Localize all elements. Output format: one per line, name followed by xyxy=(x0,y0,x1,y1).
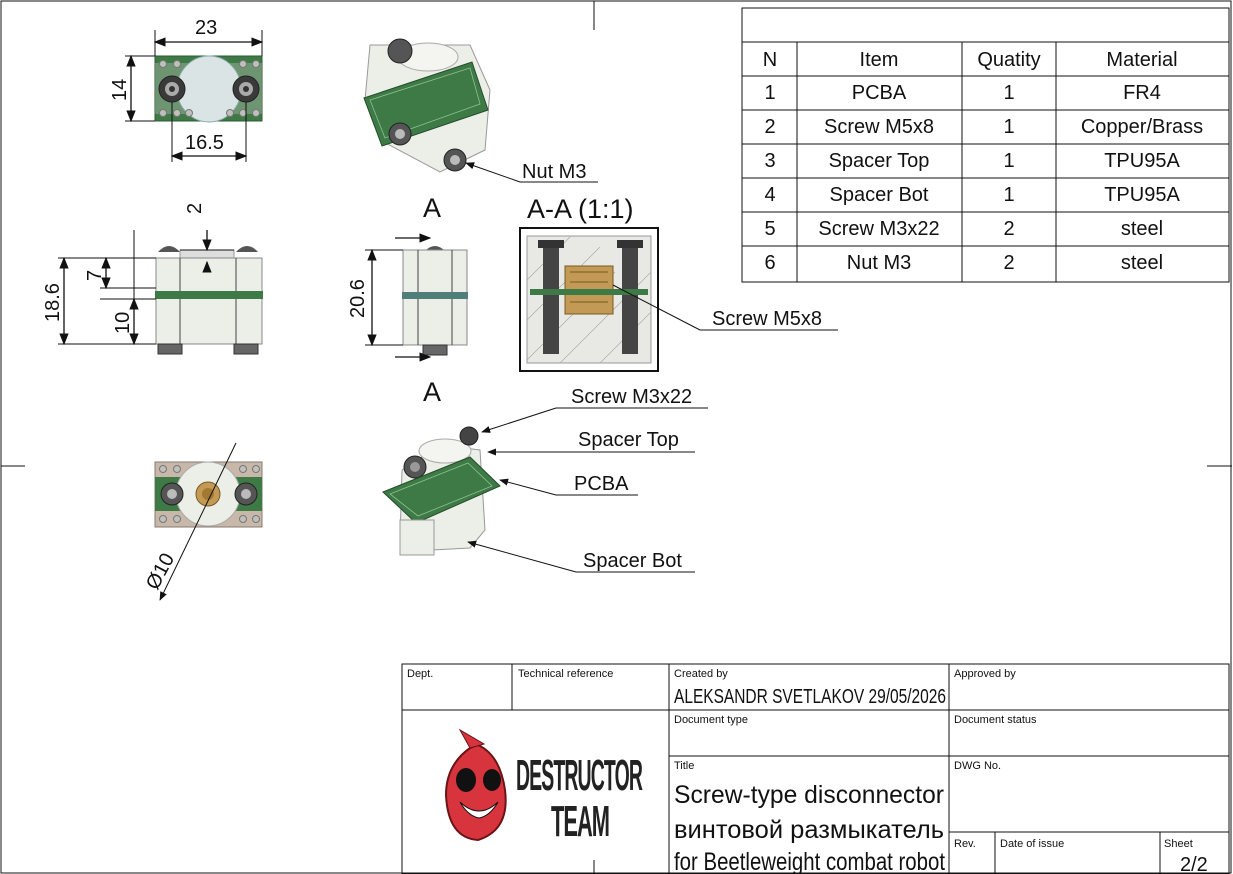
callout-spacer-top: Spacer Top xyxy=(578,429,679,451)
label-sheet: Sheet xyxy=(1164,838,1193,850)
bom-cell: Copper/Brass xyxy=(1081,116,1203,138)
bom-cell: 1 xyxy=(764,82,775,104)
bom-header-cell: Quatity xyxy=(977,49,1040,71)
callout-screw-m3: Screw M3x22 xyxy=(571,386,692,408)
dim-gap-top: 2 xyxy=(184,203,206,214)
bom-cell: 1 xyxy=(1003,116,1014,138)
sheet-value: 2/2 xyxy=(1180,854,1208,874)
callout-screw-m5: Screw M5x8 xyxy=(712,308,822,330)
label-approved-by: Approved by xyxy=(954,668,1016,680)
bom-header-cell: Material xyxy=(1106,49,1177,71)
label-dept: Dept. xyxy=(407,668,433,680)
bom-cell: 2 xyxy=(1003,252,1014,274)
dim-spacer-top: 7 xyxy=(84,270,106,281)
title-line-3: for Beetleweight combat robot xyxy=(674,848,945,874)
label-doc-type: Document type xyxy=(674,714,748,726)
dim-height-top: 14 xyxy=(109,79,131,101)
side-view xyxy=(365,233,468,362)
destructor-team-logo xyxy=(444,728,507,842)
bom-cell: 5 xyxy=(764,218,775,240)
bom-cell: Spacer Bot xyxy=(830,184,929,206)
top-view xyxy=(125,30,264,162)
section-marker-bottom: A xyxy=(423,377,441,407)
bom-cell: 6 xyxy=(764,252,775,274)
bom-cell: 2 xyxy=(764,116,775,138)
logo-text-destructor: DESTRUCTOR xyxy=(516,751,643,800)
bottom-view xyxy=(154,442,263,601)
bom-cell: 1 xyxy=(1003,150,1014,172)
bom-cell: 2 xyxy=(1003,218,1014,240)
bom-cell: steel xyxy=(1121,218,1163,240)
dim-width-top: 23 xyxy=(195,17,217,39)
bom-cell: TPU95A xyxy=(1104,150,1180,172)
bom-cell: Spacer Top xyxy=(829,150,930,172)
section-marker-top: A xyxy=(423,193,441,223)
iso-view-bottom xyxy=(382,407,708,573)
bom-cell: 1 xyxy=(1003,82,1014,104)
bom-cell: 3 xyxy=(764,150,775,172)
title-line-1: Screw-type disconnector xyxy=(674,781,944,809)
label-tech-ref: Technical reference xyxy=(518,668,613,680)
bom-header-cell: N xyxy=(763,49,777,71)
bom-cell: 1 xyxy=(1003,184,1014,206)
label-doc-status: Document status xyxy=(954,714,1037,726)
bom-header-cell: Item xyxy=(860,49,899,71)
label-rev: Rev. xyxy=(954,838,976,850)
dim-side-height: 20.6 xyxy=(347,279,369,318)
bom-cell: Screw M3x22 xyxy=(818,218,939,240)
dim-hole-spacing: 16.5 xyxy=(185,132,224,154)
label-title: Title xyxy=(674,760,694,772)
bom-cell: TPU95A xyxy=(1104,184,1180,206)
callout-pcba: PCBA xyxy=(574,473,629,495)
label-date-of-issue: Date of issue xyxy=(1000,838,1064,850)
front-view xyxy=(58,230,263,355)
bom-cell: steel xyxy=(1121,252,1163,274)
logo-text-team: TEAM xyxy=(551,797,609,846)
callout-nut: Nut M3 xyxy=(522,161,586,183)
bom-cell: 4 xyxy=(764,184,775,206)
title-line-2: винтовой размыкатель xyxy=(674,816,944,844)
bom-cell: Screw M5x8 xyxy=(824,116,934,138)
bom-cell: PCBA xyxy=(852,82,907,104)
section-title: A-A (1:1) xyxy=(527,194,634,224)
bom-cell: Nut M3 xyxy=(847,252,911,274)
dim-total-height: 18.6 xyxy=(42,283,64,322)
title-block xyxy=(401,663,1230,874)
bom-table: N Item Quatity Material 1 PCBA 1 FR4 2 Screw M5x8… xyxy=(741,7,1230,283)
bom-cell: FR4 xyxy=(1123,82,1161,104)
label-created-by: Created by xyxy=(674,668,728,680)
callout-spacer-bot: Spacer Bot xyxy=(583,550,682,572)
label-dwg-no: DWG No. xyxy=(954,760,1001,772)
created-by-value: ALEKSANDR SVETLAKOV 29/05/2026 xyxy=(674,686,946,708)
dim-spacer-bot: 10 xyxy=(112,312,134,334)
iso-view-top xyxy=(363,38,598,183)
section-view xyxy=(519,227,838,372)
